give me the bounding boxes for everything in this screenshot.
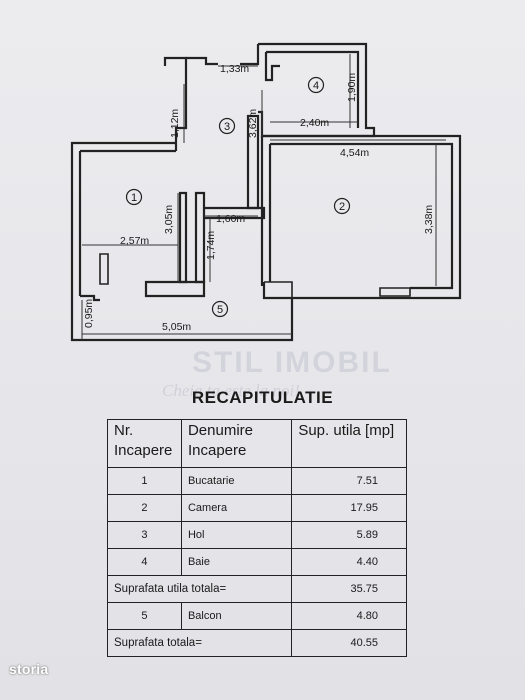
table-header-row: Nr. Incapere Denumire Incapere Sup. util… xyxy=(107,419,407,468)
cell-nr: 5 xyxy=(107,601,182,630)
dim-3-05: 3,05m xyxy=(163,205,175,234)
room-labels: 1 2 3 4 5 xyxy=(125,76,351,318)
cell-nr: 3 xyxy=(107,520,182,549)
dim-2-57: 2,57m xyxy=(120,235,149,247)
room-number-5: 5 xyxy=(217,304,223,316)
dim-1-60: 1,60m xyxy=(216,213,245,225)
dim-1-74: 1,74m xyxy=(205,231,217,260)
util-total-row: Suprafata utila totala= 35.75 xyxy=(106,574,407,603)
header-nr: Nr. Incapere xyxy=(107,419,182,468)
recap-title: RECAPITULATIE xyxy=(191,388,334,407)
dim-2-40: 2,40m xyxy=(300,117,329,129)
cell-area: 4.80 xyxy=(291,601,407,630)
cell-nr: 1 xyxy=(107,466,182,495)
storia-logo: storia xyxy=(9,661,49,677)
cell-area: 5.89 xyxy=(291,520,407,549)
walls xyxy=(70,42,462,342)
dimension-labels: 1,33m 1,12m 1,90m 2,40m 3,62m 4,54m 3,38… xyxy=(83,63,435,333)
watermark-slogan: Cheia ta este la noi! xyxy=(162,381,300,400)
total-row: Suprafata totala= 40.55 xyxy=(106,628,407,658)
dim-4-54: 4,54m xyxy=(340,147,369,159)
table-row: 2 Camera 17.95 xyxy=(107,493,407,522)
dim-3-38: 3,38m xyxy=(423,205,435,234)
total-label: Suprafata totala= xyxy=(106,628,293,658)
cell-area: 17.95 xyxy=(291,493,407,522)
dim-1-33: 1,33m xyxy=(220,63,249,75)
cell-area: 4.40 xyxy=(291,547,407,576)
table-row: 1 Bucatarie 7.51 xyxy=(107,466,407,495)
header-name: Denumire Incapere xyxy=(180,419,293,468)
cell-name: Hol xyxy=(180,520,293,549)
header-area: Sup. utila [mp] xyxy=(291,419,407,468)
table-row: 4 Baie 4.40 xyxy=(107,547,407,576)
cell-name: Balcon xyxy=(180,601,293,630)
cell-area: 7.51 xyxy=(291,466,407,495)
util-total-value: 35.75 xyxy=(291,574,407,603)
dim-5-05: 5,05m xyxy=(162,321,191,333)
dim-1-12: 1,12m xyxy=(169,109,181,138)
recap-table: Nr. Incapere Denumire Incapere Sup. util… xyxy=(106,419,407,658)
watermark-brand: STIL IMOBIL xyxy=(192,346,392,379)
cell-nr: 2 xyxy=(107,493,182,522)
cell-name: Camera xyxy=(180,493,293,522)
dim-3-62: 3,62m xyxy=(247,109,259,138)
cell-nr: 4 xyxy=(107,547,182,576)
room-number-2: 2 xyxy=(339,201,345,213)
cell-name: Baie xyxy=(180,547,293,576)
total-value: 40.55 xyxy=(291,628,407,658)
floor-plan: STIL IMOBIL Cheia ta este la noi! xyxy=(70,42,462,400)
table-row: 3 Hol 5.89 xyxy=(107,520,407,549)
util-total-label: Suprafata utila totala= xyxy=(106,574,293,603)
dim-0-95: 0,95m xyxy=(83,299,95,328)
dim-1-90: 1,90m xyxy=(346,73,358,102)
room-number-1: 1 xyxy=(131,192,137,204)
table-row: 5 Balcon 4.80 xyxy=(107,601,407,630)
room-number-3: 3 xyxy=(224,121,230,133)
room-number-4: 4 xyxy=(313,80,319,92)
cell-name: Bucatarie xyxy=(180,466,293,495)
dimension-lines xyxy=(81,54,446,340)
